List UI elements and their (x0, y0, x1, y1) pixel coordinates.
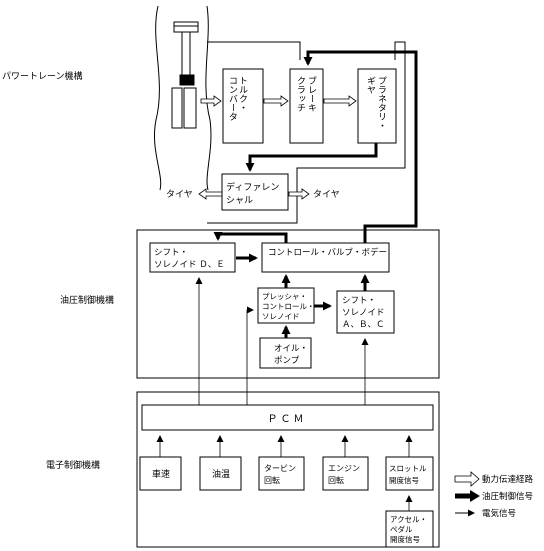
torque-converter-box (222, 68, 264, 144)
accel-pedal-box (385, 510, 434, 548)
shift-solenoid-abc-label-2: ソレノイド (342, 308, 385, 318)
section-label-electronic: 電子制御機構 (46, 459, 100, 471)
pressure-control-solenoid-box (257, 287, 315, 324)
pcm-box (141, 404, 434, 431)
shift-solenoid-abc-label-3: Ａ、Ｂ、Ｃ (342, 320, 385, 330)
engine-speed-box (322, 456, 369, 491)
accel-pedal-label-2: ペダル (390, 524, 413, 534)
pressure-control-solenoid-label-2: コントロール・ (262, 302, 315, 311)
turbine-speed-label-2: 回転 (264, 476, 280, 485)
oil-pump-box (259, 337, 312, 369)
throttle-opening-label-1: スロットル (389, 464, 427, 473)
brake-clutch-label-a: ブレーキ (306, 75, 316, 112)
vehicle-speed-box (139, 456, 182, 491)
planetary-gear-label-a: プラネタリ・ (376, 76, 387, 130)
differential-label-1: ディファレン (226, 181, 279, 193)
hydraulic-section-box (136, 229, 440, 379)
engine-sketch (154, 5, 212, 191)
powertrain-housing (207, 41, 406, 224)
shift-solenoid-abc-box (336, 290, 395, 334)
shift-solenoid-abc-label-1: シフト・ (342, 296, 376, 306)
tire-left-label: タイヤ (166, 189, 193, 200)
tire-right-label: タイヤ (313, 189, 340, 200)
accel-pedal-label-3: 開度信号 (390, 534, 420, 544)
section-label-powertrain: パワートレーン機構 (2, 70, 83, 82)
torque-converter-label-b: コンバータ (227, 76, 238, 121)
legend-electric-signal-label: 電気信号 (482, 508, 516, 519)
engine-speed-label-2: 回転 (328, 476, 344, 485)
oil-temp-box (199, 456, 242, 491)
throttle-opening-box (385, 456, 434, 491)
shift-solenoid-de-label-1: シフト・ (154, 248, 188, 258)
turbine-speed-label-1: タービン (264, 464, 296, 473)
pcm-to-pressure-solenoid-arrow (246, 306, 254, 405)
torque-converter-label-a: トルク・ (237, 76, 248, 112)
pcm-label: ＰＣＭ (268, 414, 307, 425)
shift-solenoid-de-box (149, 242, 236, 273)
planetary-gear-label-b: ギヤ (365, 76, 376, 94)
valve-to-brake-clutch-line (303, 50, 418, 243)
throttle-opening-label-2: 開度信号 (389, 475, 419, 485)
legend: 動力伝達経路 油圧制御信号 電気信号 (454, 471, 534, 519)
accel-pedal-label-1: アクセル・ (390, 515, 427, 524)
valve-to-solenoid-de-line (213, 232, 288, 243)
pressure-control-solenoid-label-1: プレッシャ・ (262, 292, 307, 301)
shift-solenoid-de-label-2: ソレノイド Ｄ、Ｅ (154, 260, 225, 270)
differential-box (221, 173, 289, 211)
planetary-gear-box (357, 68, 397, 144)
vehicle-speed-label: 車速 (152, 468, 170, 480)
pressure-control-solenoid-label-3: ソレノイド (262, 312, 300, 321)
power-path-arrows (198, 95, 357, 200)
legend-hydraulic-signal-head (470, 490, 480, 502)
legend-power-path-label: 動力伝達経路 (482, 474, 534, 485)
engine-speed-label-1: エンジン (328, 464, 360, 473)
oil-pump-label-2: ポンプ (274, 356, 300, 366)
control-valve-body-label: コントロール・バルブ・ボデー (268, 247, 387, 258)
brake-clutch-label-b: クラッチ (295, 76, 306, 112)
differential-label-2: シャル (226, 196, 253, 206)
legend-hydraulic-signal-label: 油圧制御信号 (482, 491, 533, 502)
turbine-speed-box (258, 456, 305, 491)
oil-temp-label: 油温 (212, 468, 230, 480)
electronic-section-box (136, 391, 440, 548)
section-label-hydraulic: 油圧制御機構 (60, 294, 114, 306)
oil-pump-label-1: オイル・ (274, 344, 308, 354)
control-valve-body-box (261, 242, 390, 273)
brake-clutch-box (289, 68, 324, 144)
legend-power-path-icon (454, 471, 480, 487)
gear-to-differential-line (245, 143, 378, 172)
